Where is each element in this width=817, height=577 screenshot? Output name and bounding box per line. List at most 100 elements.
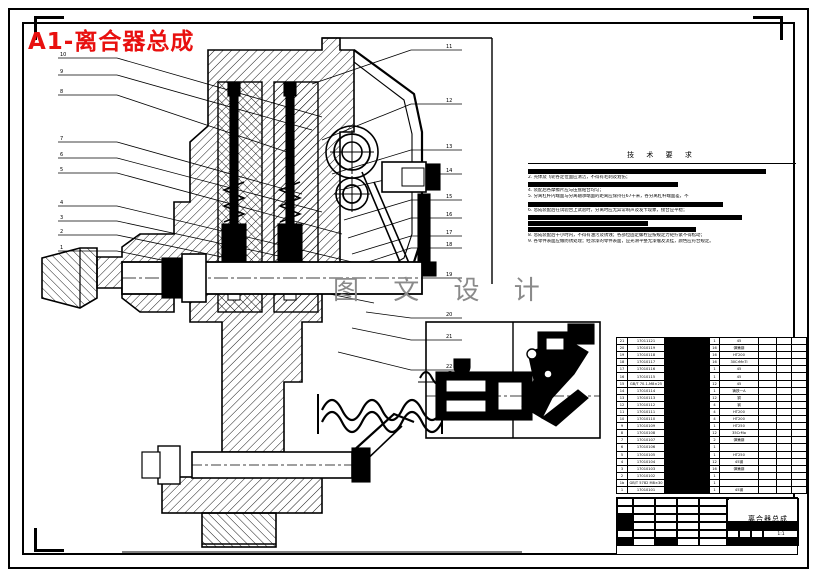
bom-cell-extra-3 [791, 443, 807, 452]
bom-cell-qty: 1 [709, 422, 720, 431]
bom-cell-extra-3 [791, 372, 807, 381]
bom-cell-no: 5 [616, 450, 628, 459]
bom-cell-qty: 12 [709, 379, 720, 388]
title-block-sig-r2c2 [633, 506, 655, 514]
bom-cell-name [664, 415, 710, 424]
bom-cell-name [664, 450, 710, 459]
svg-text:12: 12 [446, 98, 452, 104]
bom-cell-extra-2 [776, 379, 792, 388]
svg-text:6: 6 [60, 152, 63, 158]
bom-cell-extra-2 [776, 429, 792, 438]
bom-cell-extra-3 [791, 422, 807, 431]
title-block-sig-r2c5 [699, 506, 727, 514]
title-block-sig-r4c1 [617, 522, 633, 530]
bom-cell-name [664, 372, 710, 381]
bom-cell-qty: 12 [709, 429, 720, 438]
tech-requirement-line [528, 227, 696, 232]
bom-cell-name [664, 336, 710, 346]
bom-cell-extra-1 [758, 372, 777, 381]
bom-cell-extra-1 [758, 415, 777, 424]
tech-requirement-line: 5. 分离杠杆内端面与分离轴承端面的距离应保持在67千米，各分离杠杆端面差，不 [528, 194, 689, 200]
bom-cell-code: 17010119 [627, 344, 665, 353]
title-block[interactable]: 1:1 离合器总成 [616, 497, 799, 555]
bom-cell-mat: HT200 [719, 407, 759, 417]
bom-cell-mat: 铸铁一A [719, 386, 759, 395]
bom-cell-code: 17010106 [627, 443, 665, 452]
bom-cell-extra-3 [791, 485, 807, 495]
title-block-sig-r3c3 [655, 514, 677, 522]
bom-cell-mat: 弹簧钢 [719, 436, 759, 445]
bom-cell-no: 21 [616, 336, 628, 346]
bom-cell-qty: 16 [709, 464, 720, 473]
bom-cell-name [664, 351, 710, 360]
bom-cell-no: 4 [616, 457, 628, 466]
svg-text:2: 2 [60, 229, 63, 235]
bom-cell-code: 17010112 [627, 400, 665, 409]
title-block-sig-r3c1 [617, 514, 633, 522]
bom-cell-extra-3 [791, 471, 807, 480]
bom-cell-extra-1 [758, 344, 777, 353]
title-block-mid-bar3 [777, 522, 799, 530]
bom-cell-code: 17010117 [627, 358, 665, 367]
bom-cell-extra-3 [791, 407, 807, 417]
bom-cell-extra-3 [791, 351, 807, 360]
bom-cell-mat: 45钢 [719, 485, 759, 495]
bom-cell-extra-1 [758, 400, 777, 409]
bom-cell-extra-1 [758, 336, 777, 346]
svg-text:15: 15 [446, 194, 452, 200]
technical-requirements-heading: 技 术 要 求 [627, 151, 697, 159]
technical-requirements-list: 2. 壳体及飞轮各定位面应清洁，不得有毛刺及划伤；4. 装配后各摩擦片应与压盘贴… [528, 169, 796, 245]
bom-cell-mat: HT200 [719, 415, 759, 424]
bom-cell-qty: 1 [709, 450, 720, 459]
bom-cell-no: 10 [616, 415, 628, 424]
bom-cell-mat: HT200 [719, 351, 759, 360]
bom-cell-mat: 钢 [719, 400, 759, 409]
svg-text:5: 5 [60, 167, 63, 173]
title-block-sig-r5c1 [617, 530, 633, 538]
bom-cell-name [664, 429, 710, 438]
title-block-sig-r6c4 [677, 538, 699, 546]
bom-cell-extra-1 [758, 429, 777, 438]
technical-requirements-block: 技 术 要 求 2. 壳体及飞轮各定位面应清洁，不得有毛刺及划伤；4. 装配后各… [528, 150, 796, 245]
title-block-sig-r2c1 [617, 506, 633, 514]
title-block-sig-r4c3 [655, 522, 677, 530]
svg-text:17: 17 [446, 230, 452, 236]
bom-cell-extra-3 [791, 478, 807, 487]
svg-text:10: 10 [60, 52, 66, 58]
bom-cell-qty: 1 [709, 443, 720, 452]
tech-requirement-line: 2. 壳体及飞轮各定位面应清洁，不得有毛刺及划伤； [528, 174, 631, 180]
bom-cell-extra-3 [791, 386, 807, 395]
tech-requirement-line [528, 221, 648, 226]
tech-requirement-line: 9. 各零件表面应做防锈处理；经涂漆的零件表面，应光滑平整无漆瘤及流挂，颜色应符… [528, 239, 714, 245]
bom-cell-mat: 弹簧钢 [719, 344, 759, 353]
bom-cell-no: 7 [616, 436, 628, 445]
bom-cell-mat [719, 471, 759, 480]
bom-cell-mat: 35CrMo [719, 429, 759, 438]
bom-cell-no: 20 [616, 344, 628, 353]
title-block-sig-r5c2 [633, 530, 655, 538]
